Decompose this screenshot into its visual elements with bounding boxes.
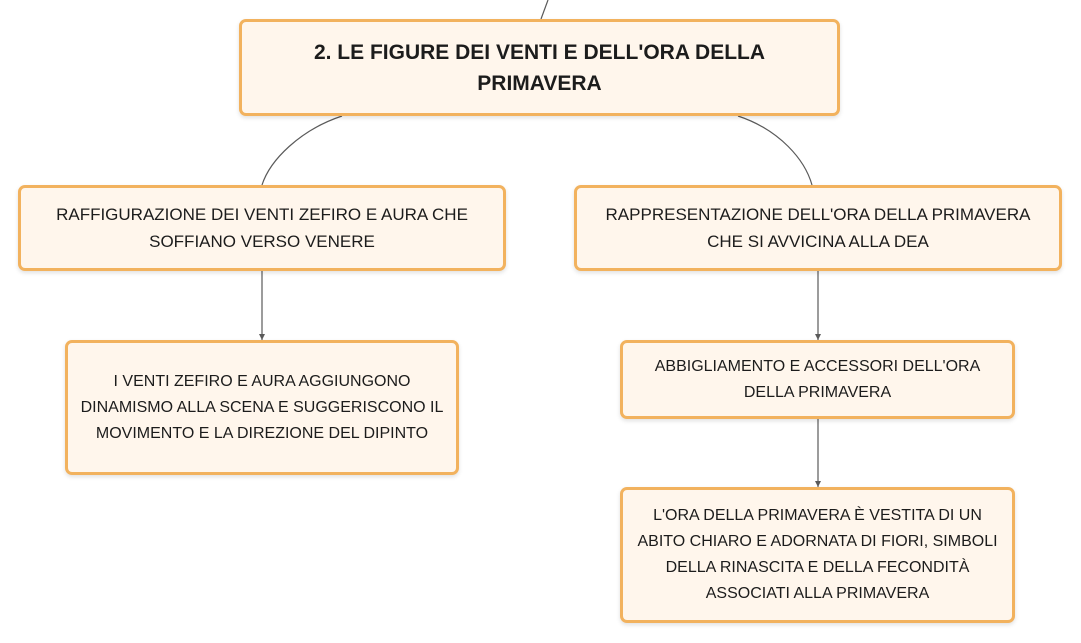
arrowhead-right-grandchild [815, 481, 821, 487]
branch-node-ora[interactable]: RAPPRESENTAZIONE DELL'ORA DELLA PRIMAVER… [574, 185, 1062, 271]
arrowhead-right-child [815, 334, 821, 340]
root-node-label: 2. LE FIGURE DEI VENTI E DELL'ORA DELLA … [313, 40, 766, 95]
detail-node-venti-label: I VENTI ZEFIRO E AURA AGGIUNGONO DINAMIS… [80, 372, 444, 442]
detail-node-abito-label: L'ORA DELLA PRIMAVERA È VESTITA DI UN AB… [637, 507, 998, 602]
branch-node-venti[interactable]: RAFFIGURAZIONE DEI VENTI ZEFIRO E AURA C… [18, 185, 506, 271]
branch-node-ora-label: RAPPRESENTAZIONE DELL'ORA DELLA PRIMAVER… [605, 205, 1031, 251]
connector-root-to-left [261, 115, 343, 186]
detail-node-abbigliamento[interactable]: ABBIGLIAMENTO E ACCESSORI DELL'ORA DELLA… [620, 340, 1015, 419]
detail-node-abbigliamento-label: ABBIGLIAMENTO E ACCESSORI DELL'ORA DELLA… [654, 357, 981, 401]
branch-node-venti-label: RAFFIGURAZIONE DEI VENTI ZEFIRO E AURA C… [56, 205, 468, 251]
detail-node-venti[interactable]: I VENTI ZEFIRO E AURA AGGIUNGONO DINAMIS… [65, 340, 459, 475]
connector-incoming-root [540, 0, 549, 20]
root-node[interactable]: 2. LE FIGURE DEI VENTI E DELL'ORA DELLA … [239, 19, 840, 116]
detail-node-abito[interactable]: L'ORA DELLA PRIMAVERA È VESTITA DI UN AB… [620, 487, 1015, 623]
arrowhead-left-child [259, 334, 265, 340]
connector-root-to-right [737, 115, 813, 186]
